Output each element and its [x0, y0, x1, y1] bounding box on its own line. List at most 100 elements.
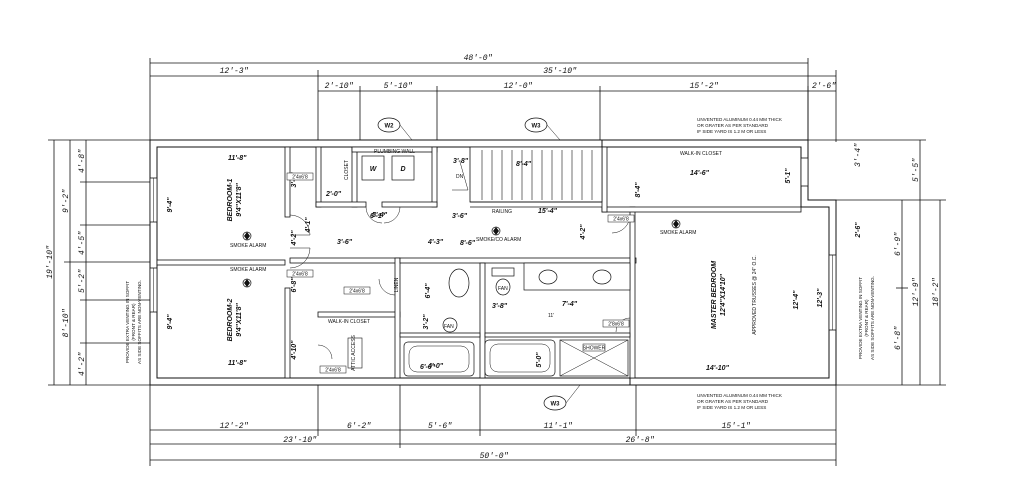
- window-tag-2: W3: [524, 117, 561, 141]
- svg-text:2'8x6'8: 2'8x6'8: [608, 321, 624, 327]
- master-bedroom-name: MASTER BEDROOM: [711, 261, 718, 329]
- corridor-dim-3: 6'-1": [370, 213, 386, 220]
- left-f-dim: 4'-2": [78, 352, 87, 376]
- door-tag-1: 2'4x6'8: [286, 172, 314, 180]
- washer-label: W: [370, 166, 378, 173]
- bottom-sub-left-dim: 23'-10": [283, 436, 317, 445]
- top-right-block-dim: 35'-10": [543, 67, 577, 76]
- interior-side-dims: 2'-0" 3'-9" 4'-2" 6'-8" 4'-10" 12'-3" 5'…: [291, 168, 862, 361]
- bath-width-dim-2: 3'-8": [492, 303, 508, 310]
- side-dim-9: 6'-4": [425, 283, 432, 299]
- smoke-alarm-label-2: SMOKE ALARM: [230, 267, 266, 273]
- left-side-note: PROVIDE EXTRA VENTING IN SOFFIT (FRONT &…: [125, 280, 142, 364]
- svg-text:2'4x6'8: 2'4x6'8: [325, 367, 341, 373]
- top-overall-dim: 48'-0": [464, 54, 493, 63]
- svg-text:(FRONT & REAR): (FRONT & REAR): [864, 299, 869, 337]
- railing-length-dim: 15'-4": [538, 208, 558, 215]
- corridor-dim-2: 4'-3": [427, 239, 444, 246]
- bedroom2-width-dim: 11'-8": [228, 360, 247, 367]
- bath-width-dim: 7'-4": [562, 301, 578, 308]
- smoke-co-alarm-icon: [491, 226, 501, 236]
- bottom-note-line-2: OR GRATER AS PER STANDARD: [697, 399, 769, 404]
- bedroom2-name: BEDROOM-2: [227, 299, 234, 342]
- left-c-dim: 4'-5": [78, 231, 87, 255]
- walkin-closet-1-label: WALK-IN CLOSET: [680, 151, 722, 157]
- bedroom1-height-dim: 9'-4": [167, 197, 174, 213]
- smoke-alarm-icon: [242, 278, 252, 288]
- bottom-overall-dim: 50'-0": [480, 452, 509, 461]
- side-dim-7: 5'-1": [785, 168, 792, 184]
- walkin-closet-width-dim: 14'-6": [690, 170, 710, 177]
- svg-text:W3: W3: [551, 402, 561, 408]
- top-seg-c-dim: 12'-0": [504, 82, 533, 91]
- svg-text:AS SIDE SOFFITS ARE NON-VENTIN: AS SIDE SOFFITS ARE NON-VENTING.: [870, 276, 875, 360]
- smoke-alarm-icon: [242, 231, 252, 241]
- room-dim-1: 3'-8": [453, 158, 469, 165]
- svg-text:2'4x6'8: 2'4x6'8: [349, 288, 365, 294]
- top-note-line-1: UNVENTED ALUMINUM 0.44 MM THICK: [697, 117, 783, 122]
- top-seg-b-dim: 5'-10": [384, 82, 413, 91]
- door-tag-4: 2'4x6'8: [607, 214, 635, 222]
- bedroom1-size: 9'4"X11'8": [236, 183, 243, 217]
- hall-width-dim: 8'-6": [460, 240, 476, 247]
- attic-access-label: ATTIC ACCESS: [351, 334, 357, 370]
- smoke-alarm-icon: [671, 219, 681, 229]
- side-dim-4: 6'-8": [291, 277, 298, 293]
- bedroom1-name: BEDROOM-1: [227, 179, 234, 222]
- left-overall-dim: 19'-10": [46, 245, 55, 279]
- top-seg-e-dim: 2'-6": [812, 82, 836, 91]
- bedroom2-size: 9'4"X11'8": [236, 303, 243, 337]
- master-width-dim: 14'-10": [706, 365, 730, 372]
- svg-text:W2: W2: [385, 124, 395, 130]
- right-e-dim: 6'-8": [894, 326, 903, 350]
- top-seg-a-dim: 2'-10": [325, 82, 354, 91]
- linen-label: LINEN: [394, 277, 400, 292]
- svg-text:AS SIDE SOFFITS ARE NON-VENTIN: AS SIDE SOFFITS ARE NON-VENTING.: [137, 280, 142, 364]
- left-dimensions: 19'-10" 9'-2" 8'-10" 4'-8" 4'-5" 5'-2" 4…: [46, 139, 150, 386]
- side-dim-5: 4'-10": [291, 340, 298, 361]
- svg-text:PROVIDE EXTRA VENTING IN SOFFI: PROVIDE EXTRA VENTING IN SOFFIT: [125, 281, 130, 363]
- dryer-label: D: [400, 166, 405, 173]
- corridor-dim-4: 3'-6": [452, 213, 468, 220]
- bottom-seg-a-dim: 12'-2": [220, 422, 249, 431]
- svg-text:2'4x6'8: 2'4x6'8: [613, 216, 629, 222]
- right-overall-dim: 18'-2": [932, 277, 941, 306]
- smoke-alarm-label-3: SMOKE ALARM: [660, 230, 696, 236]
- shower-label: SHOWER: [583, 346, 606, 352]
- side-dim-10: 2'-6": [855, 222, 862, 239]
- right-side-note: PROVIDE EXTRA VENTING IN SOFFIT (FRONT &…: [858, 276, 875, 360]
- window-tags: W2 W3 W3: [377, 117, 581, 411]
- interior-walls: [156, 146, 802, 379]
- bottom-sub-right-dim: 26'-8": [626, 436, 655, 445]
- master-bedroom-size: 12'4"X14'10": [720, 273, 727, 316]
- bottom-seg-d-dim: 11'-1": [544, 422, 573, 431]
- bottom-note-line-1: UNVENTED ALUMINUM 0.44 MM THICK: [697, 393, 783, 398]
- staircase: DN 8'-4" RAILING 15'-4": [452, 146, 603, 215]
- window-tag-1: W2: [377, 117, 413, 141]
- bottom-seg-b-dim: 6'-2": [347, 422, 371, 431]
- trusses-note: APPROVED TRUSSES @ 24" O.C.: [752, 255, 758, 335]
- svg-text:2'4x6'8: 2'4x6'8: [292, 174, 308, 180]
- laundry-width-dim: 5'-4": [372, 212, 388, 219]
- fan-label-1: FAN: [498, 286, 508, 292]
- side-dim-1: 2'-0": [325, 191, 342, 198]
- bottom-seg-e-dim: 15'-1": [722, 422, 751, 431]
- room-dim-2: 3'-2": [423, 314, 430, 330]
- right-c-dim: 3'-4": [854, 143, 863, 167]
- bathroom-fixtures: FAN 3'-8" 7'-4" 11' FAN 4'-0" 5'-0" SHOW…: [394, 262, 631, 377]
- left-d-dim: 8'-10": [62, 308, 71, 337]
- closet-label: CLOSET: [344, 160, 350, 180]
- bath-x-dim: 11': [548, 313, 554, 319]
- door-tag-5: 2'8x6'8: [602, 319, 630, 327]
- door-tag-3: 2'4x6'8: [343, 286, 371, 294]
- right-d-dim: 6'-9": [894, 232, 903, 256]
- bedroom1-width-dim: 11'-8": [228, 155, 247, 162]
- corridor-dim-1: 3'-6": [337, 239, 353, 246]
- left-e-dim: 5'-2": [78, 269, 87, 293]
- side-dim-6: 12'-3": [817, 288, 824, 308]
- left-a-dim: 4'-8": [78, 149, 87, 173]
- room-dim-3: 6'-0": [420, 364, 436, 371]
- railing-label: RAILING: [492, 209, 512, 215]
- top-note-line-3: IF SIDE YARD IS 1.2 M OR LESS: [697, 129, 766, 134]
